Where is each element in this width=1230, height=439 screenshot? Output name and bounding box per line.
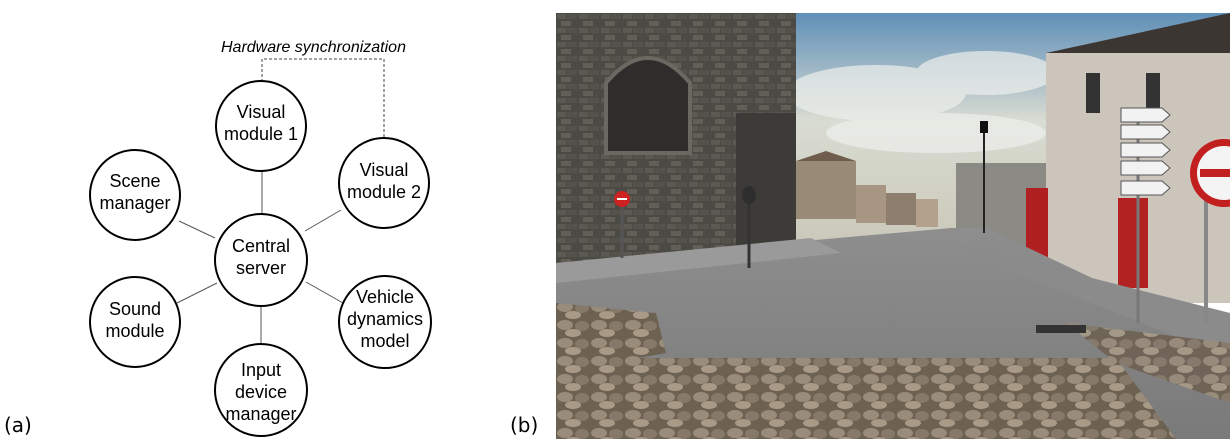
spoke-vehicle (305, 281, 344, 304)
street-scene-render (556, 13, 1230, 439)
node-label-line: manager (225, 404, 296, 424)
node-sound-module: Sound module (89, 276, 181, 368)
node-label-line: Central (232, 236, 290, 256)
node-scene-manager: Scene manager (89, 149, 181, 241)
left-sidewalk (556, 238, 841, 283)
node-vehicle-dynamics-model: Vehicle dynamics model (338, 275, 432, 369)
node-label-line: Visual (237, 102, 286, 122)
clouds (786, 51, 1056, 153)
node-label-line: module 2 (347, 182, 421, 202)
node-label-line: server (236, 258, 286, 278)
node-label-line: device (235, 382, 287, 402)
spokes (176, 170, 344, 343)
node-label-line: manager (99, 193, 170, 213)
distant-buildings (796, 151, 938, 227)
no-entry-sign-right (1190, 139, 1230, 323)
drain-grate (1036, 325, 1086, 333)
node-label-line: module (105, 321, 164, 341)
node-label-line: model (360, 331, 409, 351)
node-label-line: dynamics (347, 309, 423, 329)
panel-b-label: (b) (510, 413, 539, 437)
church-window (604, 56, 692, 155)
sync-label: Hardware synchronization (221, 39, 406, 56)
node-input-device-manager: Input device manager (214, 343, 308, 437)
bollard-post (742, 186, 756, 268)
node-label-line: Vehicle (356, 287, 414, 307)
sync-connector (261, 58, 385, 138)
panel-a-label: (a) (4, 413, 32, 437)
spoke-scene (178, 220, 216, 239)
left-cobblestones (556, 303, 666, 373)
spoke-sound (176, 282, 218, 304)
system-architecture-diagram: Hardware synchronization Visual module 1… (89, 39, 432, 437)
node-label-line: Input (241, 360, 281, 380)
node-visual-module-1: Visual module 1 (215, 80, 307, 172)
no-entry-sign-left (614, 191, 630, 258)
direction-signs (1120, 107, 1171, 323)
node-central-server: Central server (214, 213, 308, 307)
node-visual-module-2: Visual module 2 (338, 137, 430, 229)
street-lamp (980, 121, 988, 233)
spoke-visual2 (304, 209, 342, 232)
foreground-cobblestones (556, 358, 1176, 439)
node-label-line: module 1 (224, 124, 298, 144)
node-label-line: Visual (360, 160, 409, 180)
node-label-line: Scene (109, 171, 160, 191)
right-sidewalk (946, 241, 1230, 358)
node-label-line: Sound (109, 299, 161, 319)
